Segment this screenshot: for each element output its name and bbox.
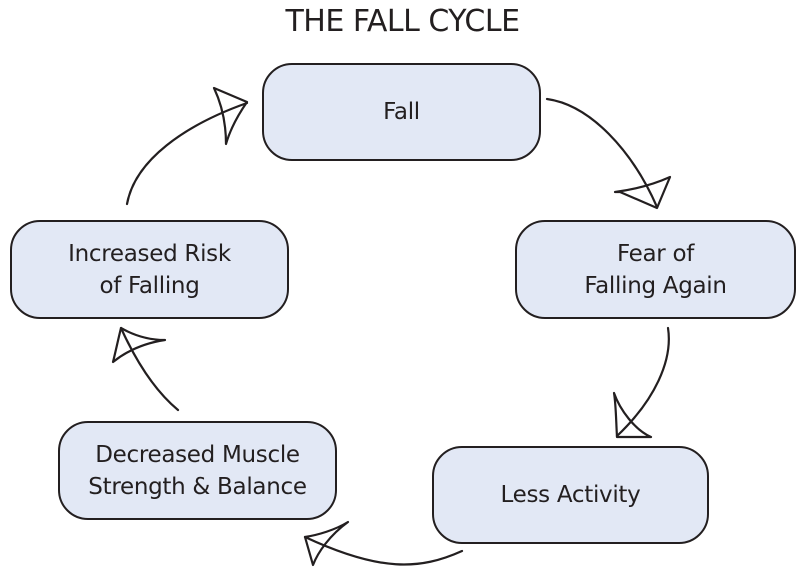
arrow-inc-to-fall: [125, 86, 249, 206]
node-label: Less Activity: [500, 482, 641, 508]
arrow-shaft: [545, 97, 659, 209]
node-label-line-2: Falling Again: [584, 272, 727, 299]
arrow-shaft: [303, 535, 464, 566]
arrow-head: [612, 391, 653, 439]
diagram-title: THE FALL CYCLE: [285, 4, 520, 39]
node-label-line-1: Decreased Muscle: [95, 441, 300, 468]
arrow-head: [212, 86, 249, 146]
node-fear-of-falling-again: Fear of Falling Again: [515, 220, 796, 319]
arrow-head: [111, 326, 167, 364]
arrow-less-to-dec: [303, 520, 464, 567]
arrow-shaft: [125, 101, 249, 206]
arrow-dec-to-inc: [111, 326, 180, 412]
node-label-line-1: Fear of: [616, 240, 695, 267]
arrow-shaft: [615, 326, 670, 438]
node-increased-risk-of-falling: Increased Risk of Falling: [10, 220, 289, 319]
arrow-fear-to-less: [612, 326, 670, 439]
node-decreased-muscle-strength: Decreased Muscle Strength & Balance: [58, 421, 337, 520]
arrow-head: [613, 175, 672, 210]
node-label-line-2: Strength & Balance: [88, 473, 307, 500]
node-fall: Fall: [262, 63, 541, 161]
node-label-line-1: Increased Risk: [68, 240, 231, 267]
node-label: Fall: [383, 99, 420, 125]
node-less-activity: Less Activity: [432, 446, 709, 544]
arrow-head: [303, 520, 350, 567]
arrow-fall-to-fear: [545, 97, 672, 210]
node-label-line-2: of Falling: [99, 272, 200, 299]
arrow-shaft: [119, 326, 180, 412]
